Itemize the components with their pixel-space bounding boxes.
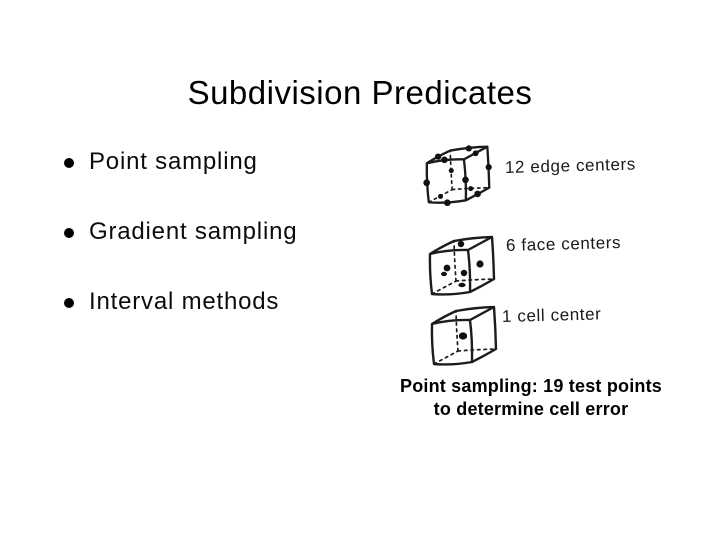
- bullet-interval-methods: Interval methods: [64, 287, 279, 317]
- cube-edge-centers-icon: [423, 145, 492, 207]
- bullet-label: Gradient sampling: [89, 218, 298, 245]
- bullet-gradient-sampling: Gradient sampling: [64, 217, 297, 247]
- figure-label-cell-center: 1 cell center: [501, 304, 602, 326]
- cube-cell-center-icon: [430, 305, 498, 366]
- figure-label-edge-centers: 12 edge centers: [504, 154, 637, 177]
- caption-line-2: to determine cell error: [433, 399, 629, 419]
- bullet-icon: [64, 158, 74, 168]
- bullet-icon: [64, 298, 74, 308]
- bullet-point-sampling: Point sampling: [64, 147, 258, 177]
- bullet-icon: [64, 228, 74, 238]
- caption-line-1: Point sampling: 19 test points: [399, 376, 663, 396]
- page-title: Subdivision Predicates: [187, 74, 533, 111]
- figure-label-face-centers: 6 face centers: [505, 232, 622, 255]
- figure-caption: Point sampling: 19 test points to determ…: [361, 375, 701, 421]
- bullet-label: Point sampling: [89, 148, 258, 175]
- bullet-label: Interval methods: [89, 288, 280, 315]
- cube-face-centers-icon: [428, 235, 496, 296]
